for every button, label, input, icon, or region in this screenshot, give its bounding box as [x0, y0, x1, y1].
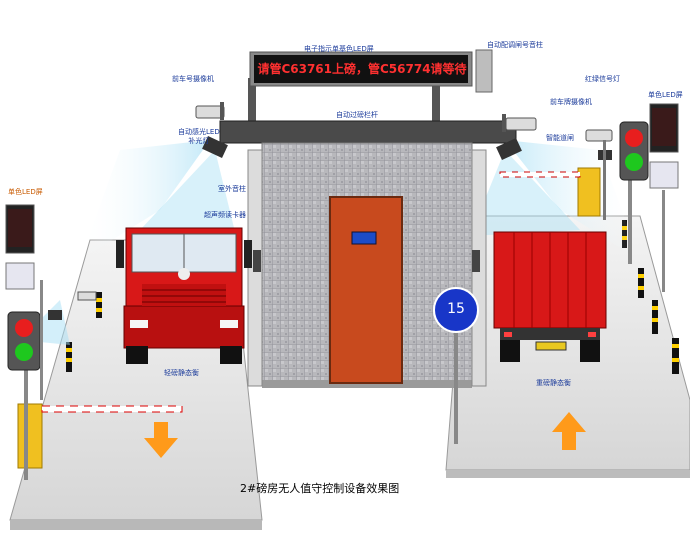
left-truck-front: [116, 227, 252, 364]
diagram-caption: 2#磅房无人值守控制设备效果图: [240, 482, 400, 495]
label-front-plate-camera: 前车牌摄像机: [550, 98, 592, 106]
right-fill-light-icon: [496, 138, 522, 160]
label-weighbridge-left: 轻磅静态衡: [164, 369, 199, 377]
left-red-light: [15, 319, 33, 337]
left-led-sign: [5, 262, 35, 290]
right-card-reader: [472, 250, 480, 272]
entry-arrow-up: [552, 412, 586, 450]
label-led-display: 电子指示单基色LED屏: [304, 45, 374, 53]
speed-limit-sign: [433, 287, 479, 333]
speed-limit-value: 15: [447, 301, 465, 317]
right-signal-pole: [628, 178, 632, 264]
label-weighbridge-right: 重磅静态衡: [536, 379, 571, 387]
right-plate-camera-icon: [502, 114, 537, 132]
left-road-edge: [10, 520, 262, 530]
led-display: [254, 55, 468, 83]
right-red-light: [625, 129, 643, 147]
led-screen-message: 请管C63761上磅，管C56774请等待: [257, 62, 467, 76]
speed-sign-pole: [454, 328, 458, 444]
right-led-pole: [662, 190, 665, 292]
right-camera-beam: [505, 140, 640, 260]
left-signal-pole: [24, 362, 28, 480]
left-fill-light-icon: [202, 136, 228, 158]
door-window: [351, 231, 377, 245]
left-green-light: [15, 343, 33, 361]
right-led-sign: [649, 161, 679, 189]
gantry-post-right: [432, 78, 440, 124]
booth-door: [329, 196, 403, 384]
left-barrier-arm: [41, 405, 183, 413]
gantry-beam: [219, 120, 517, 144]
label-mono-led-left: 单色LED屏: [8, 188, 43, 196]
right-fill-light-beam: [470, 150, 580, 236]
right-front-camera-icon: [585, 129, 613, 220]
label-auto-barrier-center: 自动过磅栏杆: [336, 111, 378, 119]
label-mono-led-right: 单色LED屏: [648, 91, 683, 99]
right-truck-rear: [493, 231, 607, 362]
label-plate-camera-left: 前车号摄像机: [172, 75, 214, 83]
right-green-light: [625, 153, 643, 171]
left-fill-light-beam: [140, 150, 236, 236]
smart-gate-arm: [499, 171, 581, 178]
right-road-edge: [446, 470, 690, 478]
left-led-pole: [40, 280, 43, 400]
label-auto-bar-gate: 自动配调闸号音柱: [487, 41, 543, 49]
smart-gate-box: [577, 167, 601, 217]
gantry-post-left: [248, 78, 256, 124]
auto-bar-gate-pole: [475, 49, 493, 93]
left-card-reader: [253, 250, 261, 272]
label-smart-gate: 智能道闸: [546, 134, 574, 142]
left-camera-beam: [80, 140, 210, 260]
left-barrier-box: [17, 403, 43, 469]
label-traffic-light: 红绿信号灯: [585, 75, 620, 83]
label-auto-fill-light: 自动感光LED 补光灯: [178, 128, 220, 145]
label-ultra-long-reader: 超声频读卡器: [204, 211, 246, 219]
left-plate-camera-icon: [195, 102, 225, 120]
label-outdoor-speaker: 室外音柱: [218, 185, 246, 193]
exit-arrow-down: [144, 422, 178, 458]
left-lower-camera-icon: [48, 291, 97, 320]
